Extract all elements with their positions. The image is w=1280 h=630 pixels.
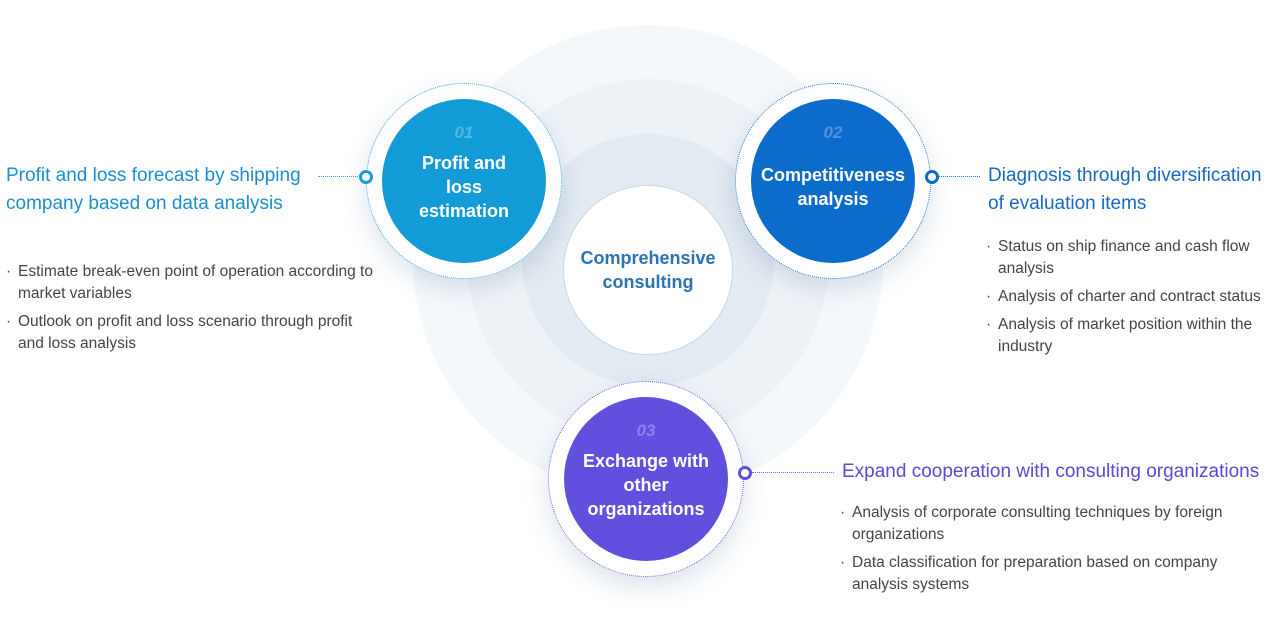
section-list-profit-loss: · Estimate break-even point of operation … xyxy=(6,261,376,361)
list-item-text: Status on ship finance and cash flow ana… xyxy=(998,238,1250,277)
node-title: Profit and loss estimation xyxy=(418,153,510,221)
connector-line-left xyxy=(318,176,360,177)
bullet-mark: · xyxy=(840,554,846,571)
center-label: Comprehensive consulting xyxy=(580,248,716,292)
list-item-text: Estimate break-even point of operation a… xyxy=(18,263,373,302)
connector-dot-bottom xyxy=(738,466,752,480)
list-item-text: Analysis of charter and contract status xyxy=(998,288,1261,305)
bullet-mark: · xyxy=(840,504,846,521)
bullet-mark: · xyxy=(986,288,992,305)
node-number: 01 xyxy=(454,123,474,142)
node-number: 03 xyxy=(636,421,656,440)
section-heading-cooperation: Expand cooperation with consulting organ… xyxy=(842,461,1260,482)
list-item-text: Data classification for preparation base… xyxy=(852,554,1218,593)
connector-line-bottom xyxy=(752,472,834,473)
node-circle: 03 Exchange with other organizations xyxy=(564,397,728,561)
node-circle: 02 Competitiveness analysis xyxy=(751,99,915,263)
section-heading-diagnosis: Diagnosis through diversification of eva… xyxy=(988,165,1262,214)
center-circle: Comprehensive consulting xyxy=(563,185,733,355)
section-list-cooperation: · Analysis of corporate consulting techni… xyxy=(840,502,1260,602)
list-item: · Analysis of market position within the … xyxy=(986,314,1276,358)
list-item: · Status on ship finance and cash flow an… xyxy=(986,236,1276,280)
connector-dot-right xyxy=(925,170,939,184)
list-item: · Outlook on profit and loss scenario thr… xyxy=(6,311,376,355)
node-title: Exchange with other organizations xyxy=(582,451,710,519)
section-heading-profit-loss: Profit and loss forecast by shipping com… xyxy=(6,165,301,214)
bullet-mark: · xyxy=(986,316,992,333)
list-item-text: Analysis of corporate consulting techniq… xyxy=(852,504,1223,543)
node-exchange: 03 Exchange with other organizations xyxy=(548,381,744,577)
connector-dot-left xyxy=(359,170,373,184)
node-competitiveness: 02 Competitiveness analysis xyxy=(735,83,931,279)
bullet-mark: · xyxy=(6,313,12,330)
node-number: 02 xyxy=(823,123,843,142)
node-profit-loss: 01 Profit and loss estimation xyxy=(366,83,562,279)
node-circle: 01 Profit and loss estimation xyxy=(382,99,546,263)
list-item: · Estimate break-even point of operation … xyxy=(6,261,376,305)
section-list-diagnosis: · Status on ship finance and cash flow an… xyxy=(986,236,1276,364)
bullet-mark: · xyxy=(986,238,992,255)
list-item-text: Outlook on profit and loss scenario thro… xyxy=(18,313,353,352)
connector-line-right xyxy=(938,176,980,177)
list-item: · Analysis of charter and contract status xyxy=(986,286,1276,308)
list-item: · Analysis of corporate consulting techni… xyxy=(840,502,1260,546)
list-item: · Data classification for preparation bas… xyxy=(840,552,1260,596)
bullet-mark: · xyxy=(6,263,12,280)
list-item-text: Analysis of market position within the i… xyxy=(998,316,1253,355)
node-title: Competitiveness analysis xyxy=(760,165,906,209)
